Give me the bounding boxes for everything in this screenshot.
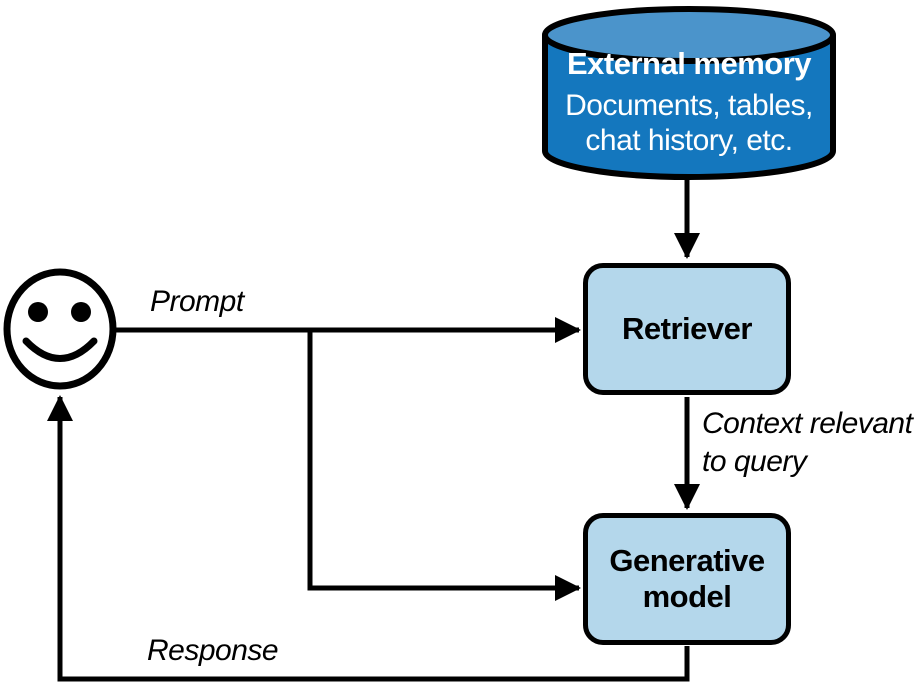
generative-model-label: Generative model xyxy=(609,543,765,614)
smiley-head xyxy=(3,268,117,390)
arrow-response-to-user xyxy=(47,395,690,682)
cylinder-top xyxy=(542,6,836,64)
smiley-right-eye xyxy=(71,302,91,322)
external-memory-subtitle-line1: Documents, tables, xyxy=(565,89,813,122)
context-edge-label-line1: Context relevant xyxy=(702,407,913,440)
external-memory-subtitle: Documents, tables, chat history, etc. xyxy=(551,88,827,158)
cylinder-body xyxy=(542,35,836,180)
arrow-prompt-branch-to-generative xyxy=(307,330,581,601)
generative-model-node: Generative model xyxy=(583,513,791,645)
retriever-node: Retriever xyxy=(583,263,791,395)
context-edge-label: Context relevant to query xyxy=(702,405,913,481)
user-smiley-icon xyxy=(3,268,117,390)
external-memory-title: External memory xyxy=(566,46,812,81)
retriever-label: Retriever xyxy=(622,311,752,346)
response-edge-label: Response xyxy=(147,634,279,667)
prompt-edge-label: Prompt xyxy=(150,285,244,318)
smiley-smile xyxy=(22,337,98,362)
smiley-left-eye xyxy=(28,302,48,322)
external-memory-subtitle-line2: chat history, etc. xyxy=(585,124,793,157)
context-edge-label-line2: to query xyxy=(702,445,807,478)
database-cylinder-icon xyxy=(542,6,836,180)
